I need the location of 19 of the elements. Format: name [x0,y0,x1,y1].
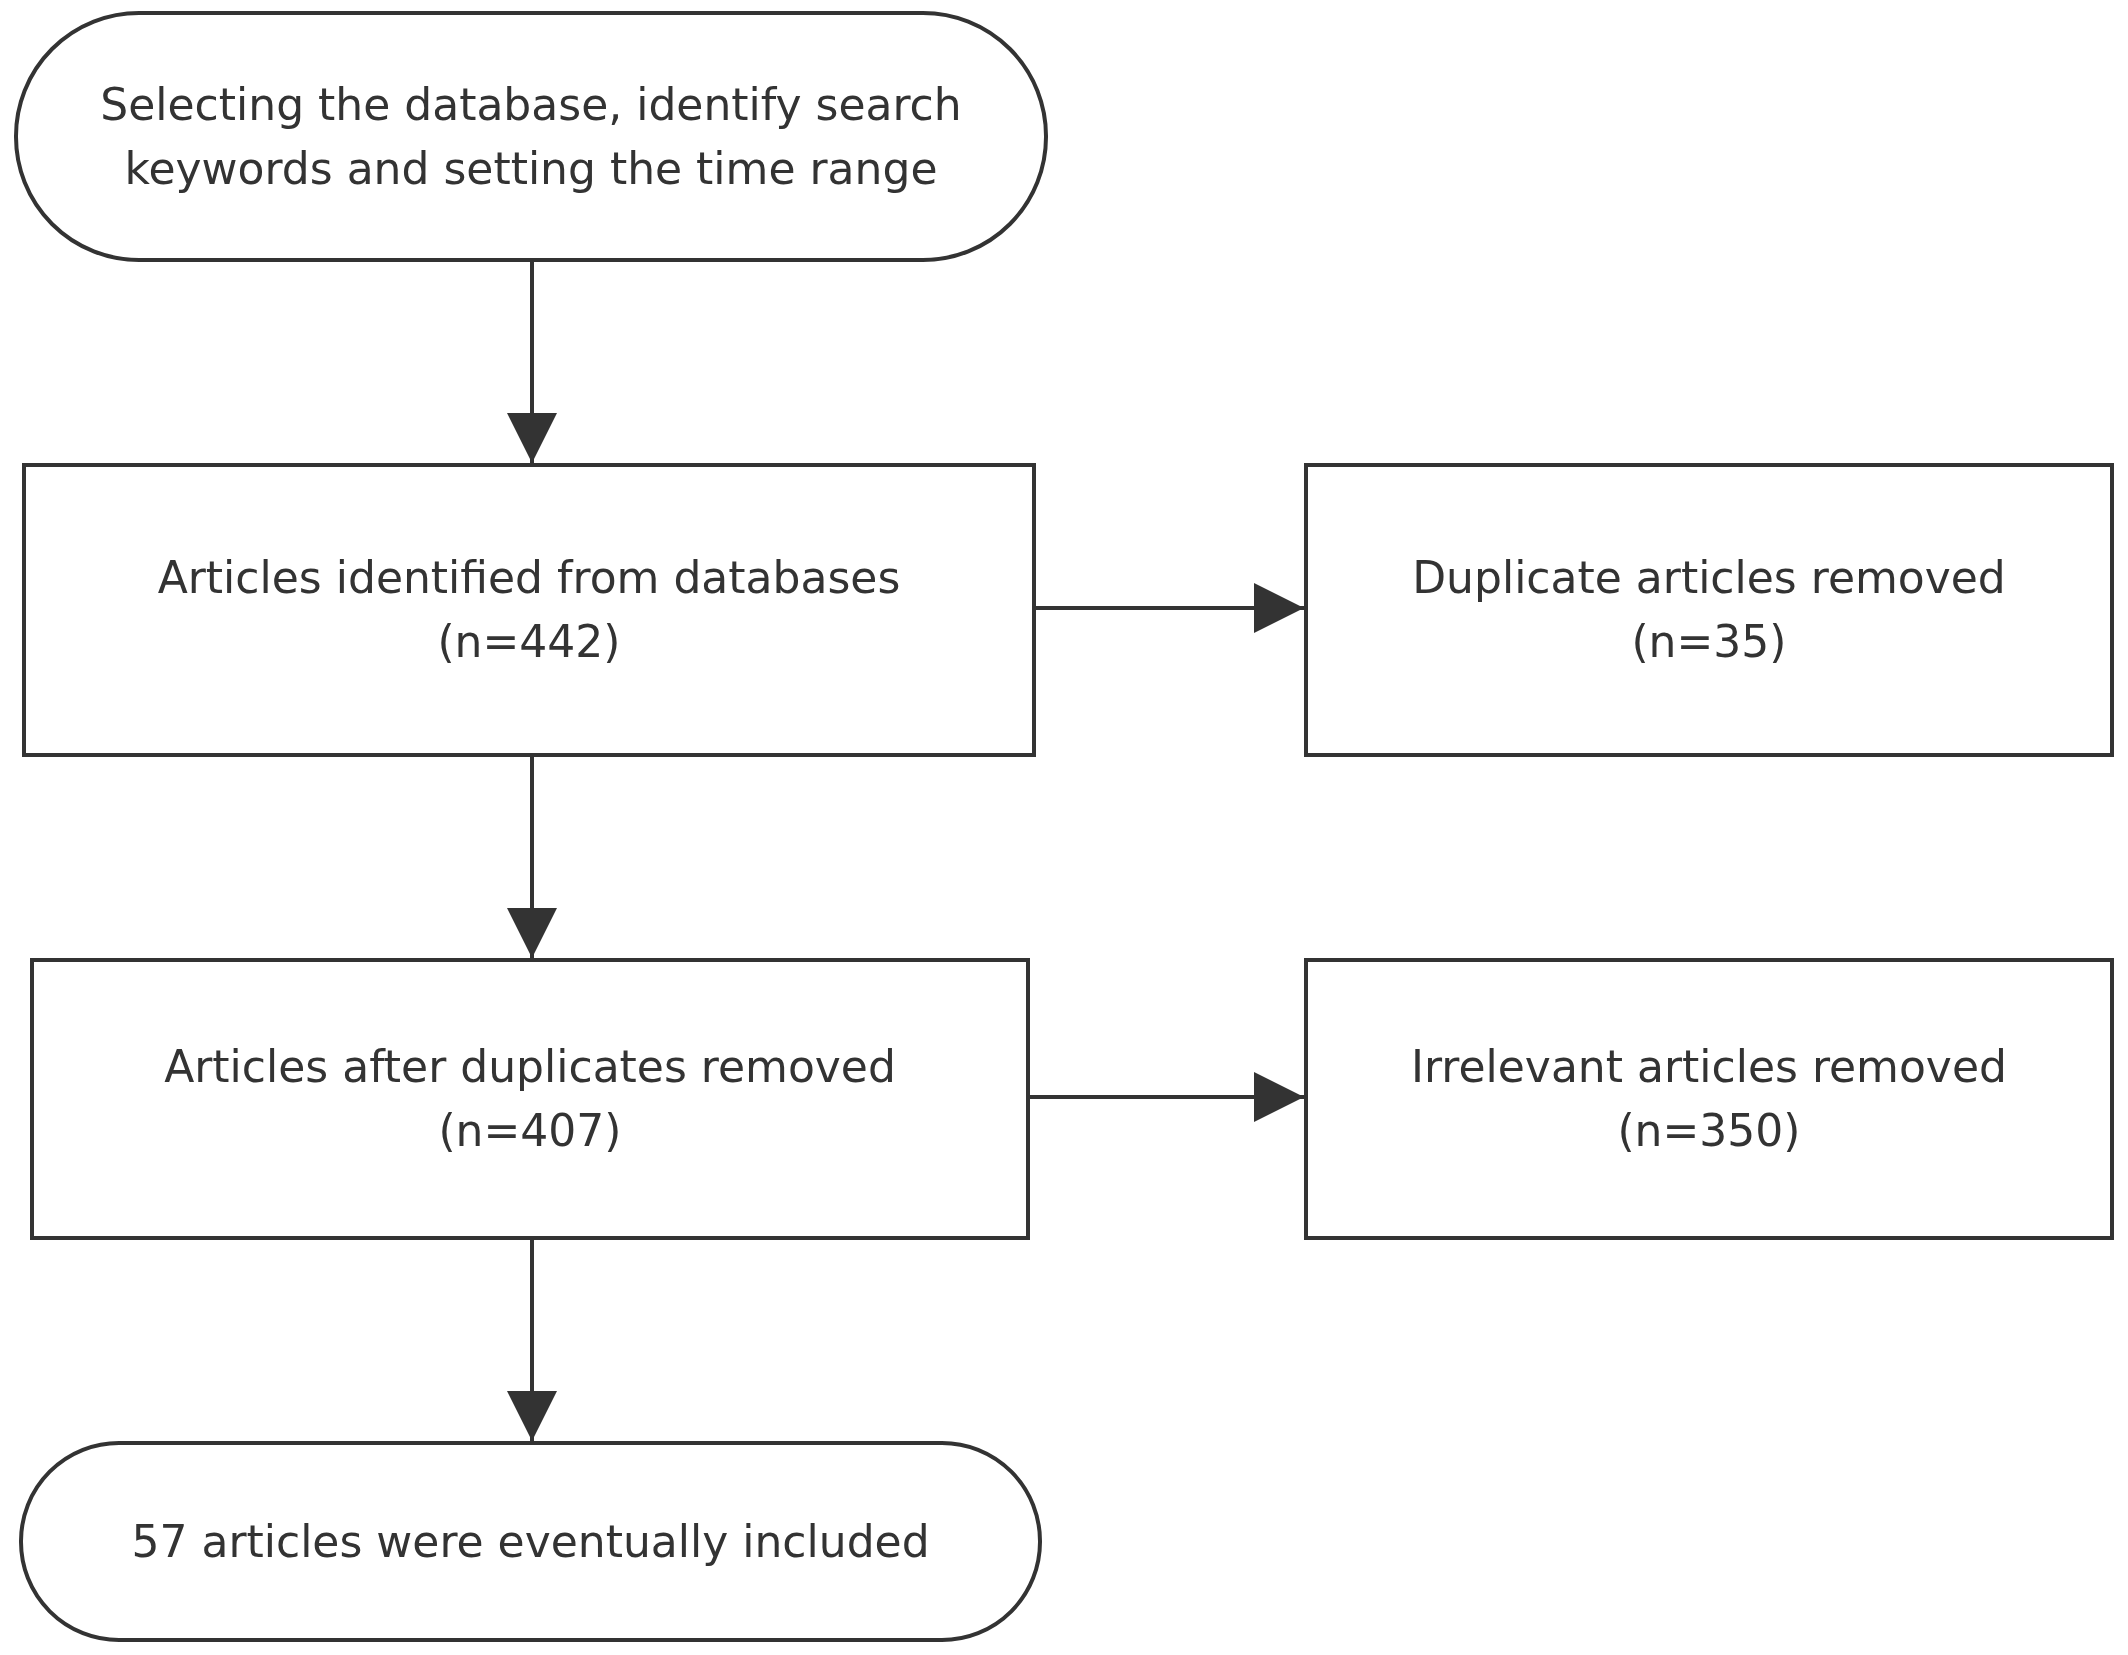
process-box [22,463,1036,757]
arrow [507,1240,557,1441]
box-label: Selecting the database, identify search keywords and setting the time range [99,77,963,196]
arrow [1036,583,1304,633]
process-box [1304,463,2114,757]
box-label: Articles after duplicates removed [164,1040,896,1094]
box-label: Irrelevant articles removed [1411,1040,2007,1094]
arrow [1030,1072,1304,1122]
box-label: Articles identified from databases [157,551,901,605]
count-label: (n=442) [437,615,621,669]
box-label: Duplicate articles removed [1412,551,2006,605]
box-label: 57 articles were eventually included [131,1514,930,1569]
arrow [507,757,557,958]
count-label: (n=350) [1617,1104,1801,1158]
count-label: (n=35) [1631,615,1787,669]
arrow [507,262,557,463]
count-label: (n=407) [438,1104,622,1158]
process-box [1304,958,2114,1240]
process-box [30,958,1030,1240]
